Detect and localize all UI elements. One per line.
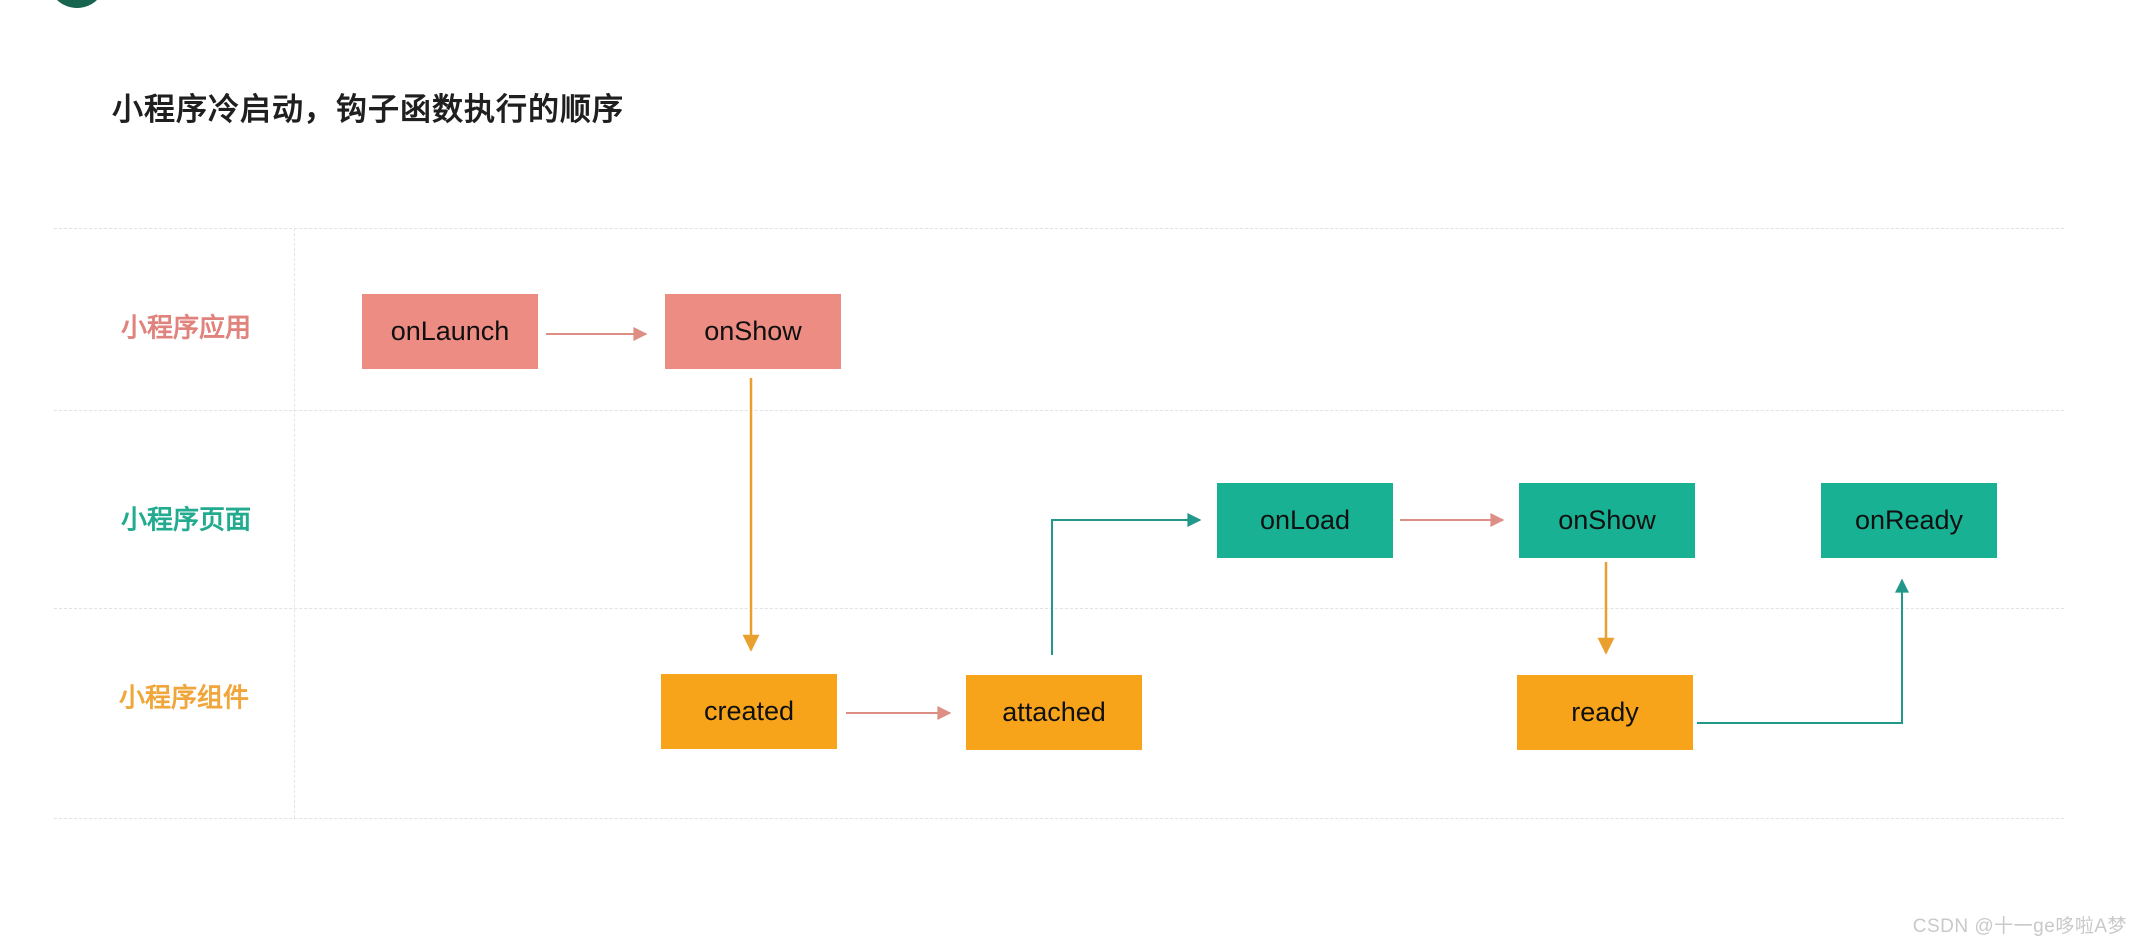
- node-onshow-app: onShow: [665, 294, 841, 369]
- node-onload: onLoad: [1217, 483, 1393, 558]
- node-onlaunch: onLaunch: [362, 294, 538, 369]
- node-onready: onReady: [1821, 483, 1997, 558]
- lane-label-divider: [294, 228, 295, 818]
- edge-attached-to-onload: [1051, 513, 1202, 655]
- lane-label-page: 小程序页面: [120, 504, 252, 535]
- watermark: CSDN @十一ge哆啦A梦: [1912, 916, 2127, 937]
- node-created: created: [661, 674, 837, 749]
- node-ready: ready: [1517, 675, 1693, 750]
- page-title: 小程序冷启动，钩子函数执行的顺序: [112, 92, 624, 127]
- node-attached: attached: [966, 675, 1142, 750]
- csdn-logo-icon: [48, 0, 106, 8]
- lane-divider-top: [54, 228, 2064, 229]
- lane-label-component: 小程序组件: [118, 682, 250, 713]
- edge-ready-to-onready: [1697, 578, 1909, 724]
- lane-divider-bottom: [54, 818, 2064, 819]
- lane-label-app: 小程序应用: [120, 312, 252, 343]
- lane-divider-page-component: [54, 608, 2064, 609]
- node-onshow-page: onShow: [1519, 483, 1695, 558]
- lane-divider-app-page: [54, 410, 2064, 411]
